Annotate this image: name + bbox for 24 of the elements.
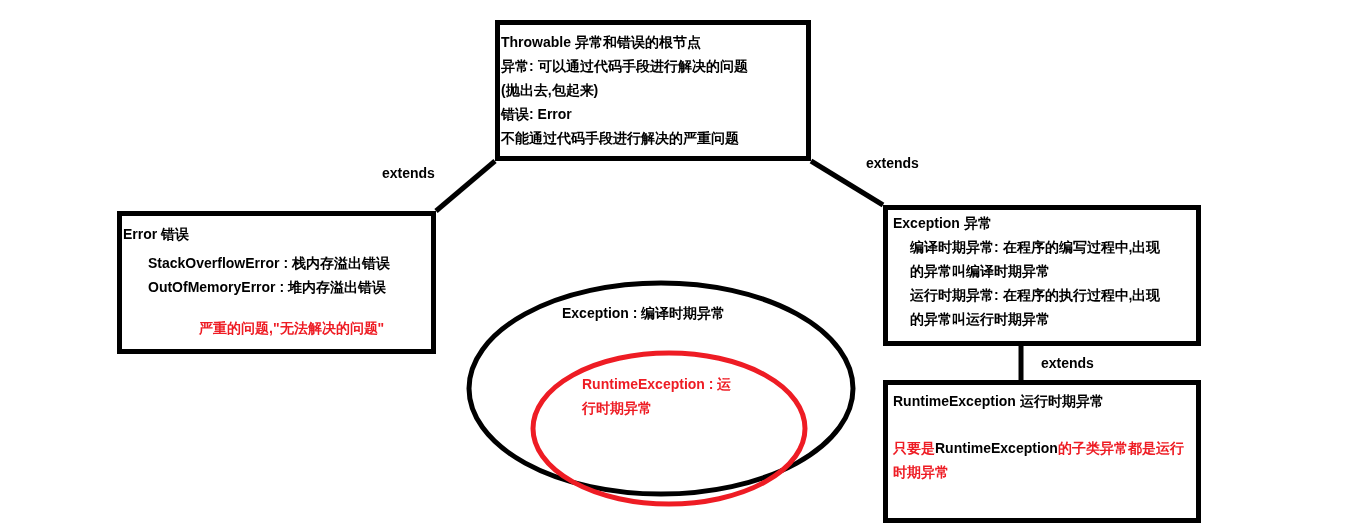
connector-line xyxy=(434,159,497,213)
class-box xyxy=(883,205,1201,346)
class-box xyxy=(883,380,1201,523)
description: 编译时期异常: 在程序的编写过程中,出现的异常叫编译时期异常 xyxy=(910,238,1162,281)
note: 严重的问题,"无法解决的问题" xyxy=(199,319,385,338)
note: (抛出去,包起来) xyxy=(501,81,599,100)
ellipse-label: RuntimeException : 运行时期异常 xyxy=(582,375,733,418)
description: 错误: Error xyxy=(501,105,572,124)
heading: Throwable 异常和错误的根节点 xyxy=(501,33,701,52)
description: 异常: 可以通过代码手段进行解决的问题 xyxy=(501,57,748,76)
heading: Exception 异常 xyxy=(893,214,992,233)
class-box xyxy=(117,211,436,354)
ellipse-shape xyxy=(530,350,808,507)
note: 只要是RuntimeException的子类异常都是运行时期异常 xyxy=(893,439,1185,482)
connector-line xyxy=(1018,346,1024,380)
heading: Error 错误 xyxy=(123,225,190,244)
description: 运行时期异常: 在程序的执行过程中,出现的异常叫运行时期异常 xyxy=(910,286,1162,329)
list-item: OutOfMemoryError : 堆内存溢出错误 xyxy=(148,278,386,297)
connector-line xyxy=(809,158,885,208)
ellipse-label: Exception : 编译时期异常 xyxy=(562,304,726,323)
heading: RuntimeException 运行时期异常 xyxy=(893,392,1104,411)
class-box xyxy=(495,20,811,161)
list-item: StackOverflowError : 栈内存溢出错误 xyxy=(148,254,390,273)
description: 不能通过代码手段进行解决的严重问题 xyxy=(501,129,739,148)
